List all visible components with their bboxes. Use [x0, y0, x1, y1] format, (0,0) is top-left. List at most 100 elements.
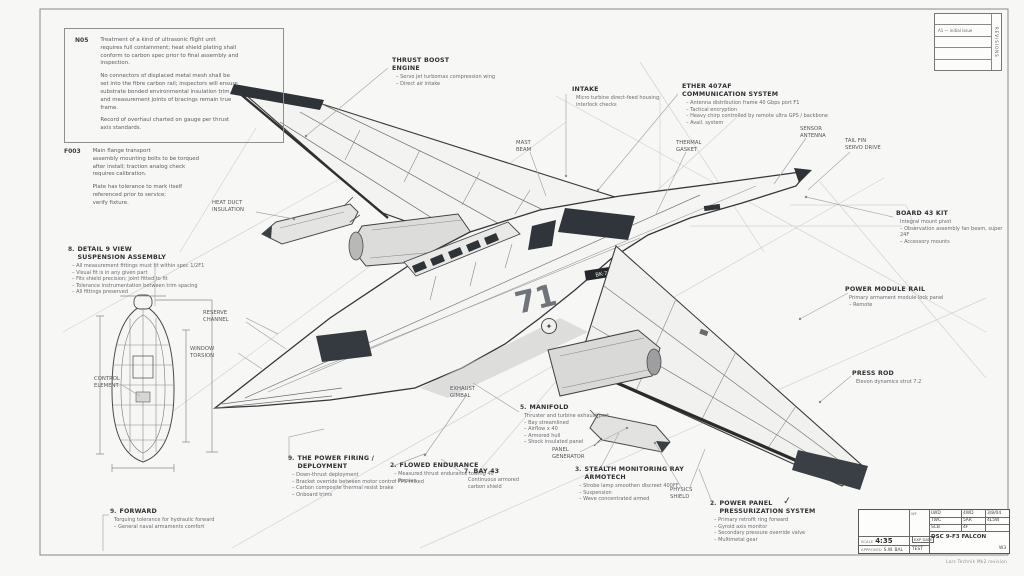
- note-body: Treatment of a kind of ultrasonic flight…: [100, 37, 275, 138]
- callout-line: – Gyroid axis monitor: [714, 523, 768, 530]
- nose-intake: [316, 330, 372, 362]
- titleblock-stamp: EXP DATE: [912, 536, 935, 543]
- callout-line: – Multimetal gear: [714, 536, 758, 543]
- titleblock-row-date: 4L5W: [987, 518, 1000, 523]
- callout-title: POWER MODULE RAIL: [845, 286, 926, 293]
- note-line: Main flange transport: [92, 148, 151, 154]
- callout-head: POWER MODULE RAIL: [845, 286, 1000, 294]
- callout-title: EXHAUST: [450, 386, 476, 392]
- callout-title: SERVO DRIVE: [845, 144, 881, 151]
- titleblock-row-val: 4F: [963, 525, 969, 530]
- note-line: referenced prior to service;: [92, 192, 167, 199]
- revision-row: [935, 14, 991, 26]
- callout-line: – Fits shield precision; joint fitted to…: [72, 276, 168, 283]
- callout-line: – Passive: [394, 477, 417, 484]
- callout-title: POWER PANEL: [719, 500, 773, 507]
- callout-title: FLOWED ENDURANCE: [399, 462, 479, 469]
- note-line: conform to carbon spec prior to final as…: [100, 52, 239, 59]
- note-line: frame.: [100, 104, 119, 111]
- callout-title: MAST: [516, 140, 531, 146]
- callout-line: Elevon dynamics strut 7.2: [856, 379, 922, 386]
- note-line: assembly mounting bolts to be torqued: [92, 155, 200, 162]
- callout-head: INTAKE: [572, 86, 722, 94]
- callout-title: STEALTH MONITORING RAY: [584, 466, 684, 473]
- revision-row: [935, 60, 991, 70]
- callout-title: MANIFOLD: [529, 404, 569, 411]
- callout-flowed-endurance: 2.FLOWED ENDURANCE– Measured thrust endu…: [390, 462, 545, 484]
- callout-line: – Armored hull: [524, 432, 561, 439]
- callout-title: ELEMENT: [94, 382, 119, 389]
- callout-head: 7.BAY 43: [464, 468, 554, 476]
- callout-title: GIMBAL: [450, 392, 471, 399]
- callout-title: INTAKE: [572, 86, 599, 93]
- callout-line: – Airflow x 40: [524, 426, 558, 433]
- callout-line: – Remote: [849, 301, 873, 308]
- callout-line: interlock checks: [576, 101, 617, 108]
- revision-row: [935, 48, 991, 60]
- badge-text: BK-71: [595, 270, 612, 278]
- callout-line: – General naval armaments comfort: [114, 523, 205, 530]
- right-engine-nacelle: [547, 329, 662, 397]
- construction-lines: [62, 61, 987, 549]
- callout-title: THRUST BOOST: [392, 57, 450, 64]
- callout-number: 9.: [110, 508, 117, 515]
- note-label: F003: [64, 148, 81, 155]
- callout-number: 5.: [520, 404, 527, 411]
- callout-line: – Bracket override between motor control…: [292, 478, 424, 485]
- note-label: N05: [75, 37, 89, 44]
- callout-line: – Secondary pressure override valve: [714, 530, 806, 537]
- callout-line: – Down-thrust deployment: [292, 472, 359, 479]
- leader-lines: [102, 67, 894, 551]
- revision-side-label: REVISIONS: [994, 26, 999, 58]
- callout-manifold: 5.MANIFOLD Thruster and turbine exhaust p…: [520, 404, 665, 446]
- callout-line: Thruster and turbine exhaust port: [524, 413, 610, 420]
- callout-title: SHIELD: [670, 493, 690, 500]
- note-line: inspection.: [100, 60, 130, 67]
- callout-head: 2.FLOWED ENDURANCE: [390, 462, 545, 470]
- right-wing: [577, 245, 868, 490]
- titleblock-row-date: 3/8/04: [987, 511, 1002, 516]
- callout-number: 2.: [390, 462, 397, 469]
- canopy: [403, 208, 635, 277]
- callout-line: – Accessory mounts: [900, 238, 950, 245]
- note-line: set into the fibre carbon rail; inspecto…: [100, 81, 238, 88]
- callout-title: THERMAL: [676, 140, 702, 146]
- callout-number: 8.: [68, 246, 75, 253]
- callout-title: TORSION: [190, 352, 215, 359]
- titleblock-mini: WF: [911, 511, 917, 516]
- revision-row: [935, 37, 991, 49]
- callout-head: 9.FORWARD: [110, 508, 305, 516]
- callout-title: DEPLOYMENT: [297, 463, 348, 471]
- callout-line: Continuous armored: [468, 477, 519, 484]
- callout-line: – Observation assembly fan beam, super 2…: [900, 225, 1003, 239]
- callout-title: COMMUNICATION SYSTEM: [682, 91, 779, 99]
- titleblock-caption: Lars Technik Mk2 revision: [946, 559, 1008, 564]
- left-missile-pod: [261, 196, 361, 245]
- callout-title: ENGINE: [392, 65, 420, 73]
- callout-head: BOARD 43 KIT: [896, 210, 1011, 218]
- titleblock-row-val: 5AR: [963, 518, 972, 523]
- callout-title: ETHER 407AF: [682, 83, 732, 90]
- detail-pod-view: [96, 294, 218, 472]
- sheet-frame: [39, 8, 1009, 556]
- callout-title: TAIL FIN: [845, 138, 867, 144]
- callout-title: SUSPENSION ASSEMBLY: [77, 254, 166, 262]
